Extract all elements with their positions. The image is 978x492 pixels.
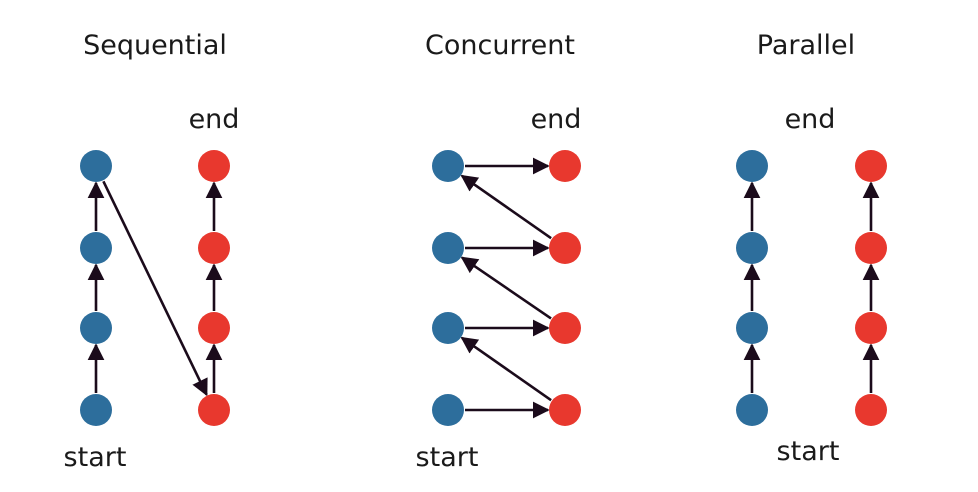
task-node-red [855, 150, 887, 182]
task-node-blue [736, 312, 768, 344]
task-node-red [549, 312, 581, 344]
end-label-concurrent: end [531, 104, 582, 135]
start-label-concurrent: start [416, 442, 479, 473]
task-node-blue [432, 232, 464, 264]
end-label-sequential: end [189, 104, 240, 135]
task-node-red [549, 232, 581, 264]
task-node-blue [736, 150, 768, 182]
panel-title-parallel: Parallel [757, 30, 855, 61]
arrow-red-to-blue [460, 174, 552, 240]
start-label-sequential: start [64, 442, 127, 473]
arrow-red-to-blue [460, 336, 552, 402]
task-node-blue [80, 394, 112, 426]
task-node-red [549, 150, 581, 182]
panel-concurrent: Concurrent end start [416, 30, 582, 473]
task-node-blue [736, 394, 768, 426]
task-node-blue [80, 312, 112, 344]
nodes-parallel [736, 150, 887, 426]
task-node-red [549, 394, 581, 426]
task-node-red [198, 312, 230, 344]
task-node-red [855, 394, 887, 426]
task-node-blue [432, 150, 464, 182]
task-node-blue [432, 394, 464, 426]
edges-concurrent [460, 157, 552, 419]
task-node-red [855, 312, 887, 344]
nodes-concurrent [432, 150, 581, 426]
task-node-blue [736, 232, 768, 264]
arrow-red-to-blue [460, 256, 552, 320]
panel-title-sequential: Sequential [83, 30, 227, 61]
task-node-blue [432, 312, 464, 344]
task-node-red [855, 232, 887, 264]
nodes-sequential [80, 150, 230, 426]
edges-parallel [743, 181, 880, 393]
task-node-blue [80, 232, 112, 264]
task-node-red [198, 150, 230, 182]
task-node-red [198, 394, 230, 426]
task-node-blue [80, 150, 112, 182]
panel-sequential: Sequential end start [64, 30, 240, 473]
end-label-parallel: end [785, 104, 836, 135]
start-label-parallel: start [777, 436, 840, 467]
task-node-red [198, 232, 230, 264]
panel-parallel: Parallel end start [736, 30, 887, 467]
arrow-handoff [102, 180, 208, 397]
edges-sequential [87, 180, 223, 397]
panel-title-concurrent: Concurrent [425, 30, 575, 61]
